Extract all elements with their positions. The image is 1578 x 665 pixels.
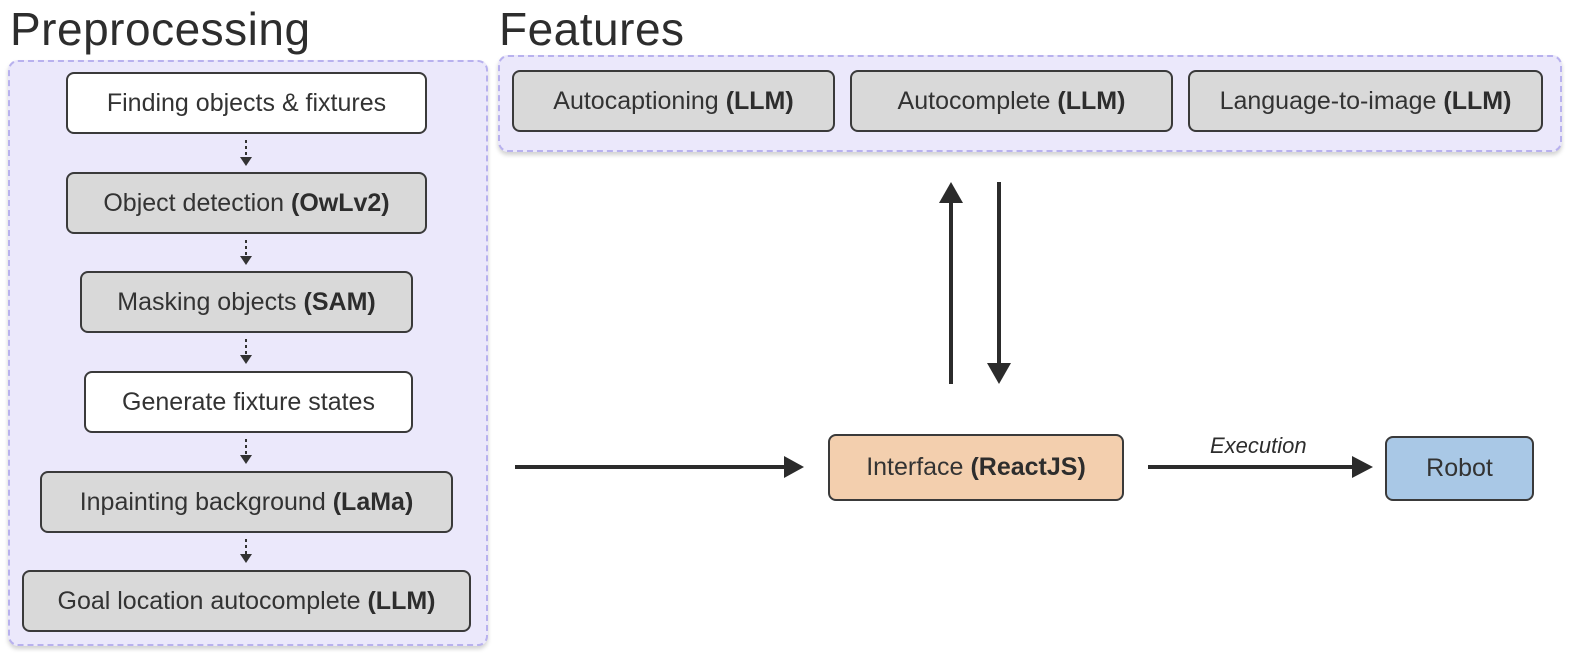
feature-language-to-image: Language-to-image(LLM) xyxy=(1188,70,1543,132)
step-connector-2 xyxy=(240,240,252,265)
arrow-interface-to-robot xyxy=(1148,456,1373,478)
feature-autocomplete: Autocomplete(LLM) xyxy=(850,70,1173,132)
step-model: (SAM) xyxy=(303,287,376,316)
step-label: Inpainting background xyxy=(79,487,326,516)
interface-box: Interface(ReactJS) xyxy=(828,434,1124,501)
step-inpainting-background: Inpainting background(LaMa) xyxy=(40,471,453,533)
feature-model: (LLM) xyxy=(725,86,794,115)
feature-label: Language-to-image xyxy=(1219,86,1437,115)
step-connector-5 xyxy=(240,539,252,563)
step-generate-fixture-states: Generate fixture states xyxy=(84,371,413,433)
arrow-features-to-interface xyxy=(987,182,1011,384)
step-connector-3 xyxy=(240,339,252,364)
step-connector-4 xyxy=(240,439,252,464)
execution-label: Execution xyxy=(1210,433,1307,458)
features-title: Features xyxy=(499,3,685,55)
step-finding-objects: Finding objects & fixtures xyxy=(66,72,427,134)
step-label: Goal location autocomplete xyxy=(57,586,361,615)
preprocessing-title: Preprocessing xyxy=(10,3,311,55)
step-model: (LLM) xyxy=(367,586,436,615)
feature-label: Autocaptioning xyxy=(553,86,719,115)
feature-model: (LLM) xyxy=(1443,86,1512,115)
step-label: Finding objects & fixtures xyxy=(106,88,387,117)
arrow-preprocessing-to-interface xyxy=(515,456,804,478)
interface-label: Interface xyxy=(866,453,964,481)
feature-autocaptioning: Autocaptioning(LLM) xyxy=(512,70,835,132)
robot-label: Robot xyxy=(1426,454,1493,482)
step-model: (OwLv2) xyxy=(291,188,390,217)
step-label: Masking objects xyxy=(117,287,297,316)
interface-model: (ReactJS) xyxy=(970,453,1086,481)
step-model: (LaMa) xyxy=(332,487,414,516)
feature-label: Autocomplete xyxy=(897,86,1051,115)
step-label: Generate fixture states xyxy=(122,387,375,416)
robot-box: Robot xyxy=(1385,436,1534,501)
step-goal-location-autocomplete: Goal location autocomplete(LLM) xyxy=(22,570,471,632)
arrow-interface-to-features xyxy=(939,182,963,384)
step-connector-1 xyxy=(240,140,252,166)
step-object-detection: Object detection(OwLv2) xyxy=(66,172,427,234)
feature-model: (LLM) xyxy=(1057,86,1126,115)
step-label: Object detection xyxy=(103,188,285,217)
step-masking-objects: Masking objects(SAM) xyxy=(80,271,413,333)
